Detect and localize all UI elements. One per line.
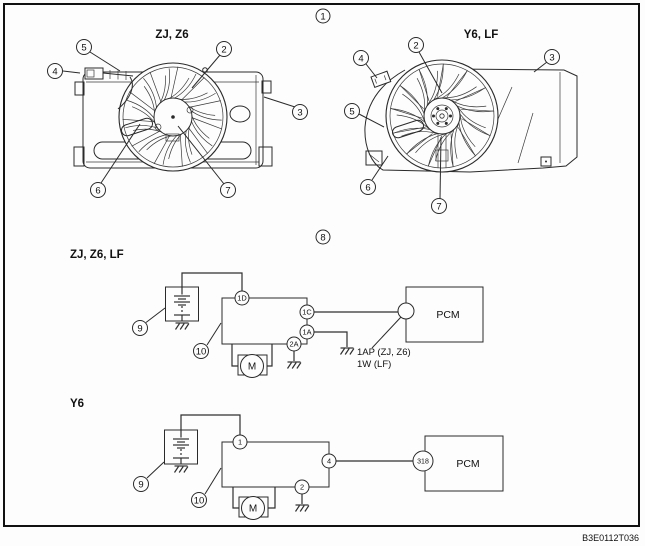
callout-2: 2	[413, 40, 418, 51]
node-2a: 2A	[289, 340, 298, 349]
node-1: 1	[238, 438, 242, 447]
callout-5: 5	[349, 106, 354, 117]
fan-hub	[423, 97, 461, 135]
pcm-box	[405, 286, 484, 343]
callout-10: 10	[194, 495, 205, 506]
fan-left-callouts: 5 4 2 3 6 7	[47, 39, 308, 198]
ground-icon	[339, 347, 355, 356]
pcm-pin-circle	[412, 450, 434, 472]
pcm-pin-note-1: 1AP (ZJ, Z6)	[357, 347, 411, 358]
node-4: 4	[327, 457, 331, 466]
fan-right-rotor	[385, 59, 499, 173]
relay-box	[221, 297, 308, 345]
callout-9: 9	[137, 323, 142, 334]
mount-tab	[258, 146, 273, 167]
callout-9: 9	[138, 479, 143, 490]
fan-right-title: Y6, LF	[464, 29, 499, 41]
pcm-pin-label: 318	[417, 459, 429, 466]
ground-icon	[294, 504, 310, 513]
pcm-label: PCM	[436, 309, 459, 321]
pcm-pin-note-2: 1W (LF)	[357, 359, 391, 370]
fan-left-harness	[84, 67, 134, 110]
node-1d: 1D	[237, 294, 246, 303]
callout-6: 6	[365, 182, 370, 193]
node-2: 2	[300, 483, 304, 492]
fan-left-title: ZJ, Z6	[155, 29, 188, 41]
connector	[370, 70, 392, 88]
harness-wire	[117, 76, 133, 110]
fan-left-rotor	[118, 62, 228, 172]
marker-8-label: 8	[320, 232, 325, 243]
fan-right-callouts: 4 2 3 5 6 7	[344, 37, 560, 214]
motor-label: M	[249, 504, 257, 515]
lower-clip	[540, 156, 552, 167]
callout-3: 3	[549, 52, 554, 63]
pcm-label: PCM	[456, 458, 479, 470]
page-border	[3, 3, 640, 527]
battery-icon	[164, 286, 200, 322]
callout-7: 7	[436, 201, 441, 212]
marker-1: 1	[315, 8, 331, 24]
ground-icon	[286, 361, 302, 370]
node-1a: 1A	[302, 328, 311, 337]
schematic-y6: Y6 9 10 PCM 318 M 1 4 2	[70, 398, 504, 520]
callout-5: 5	[81, 42, 86, 53]
callout-4: 4	[52, 66, 57, 77]
mount-foot	[365, 150, 383, 166]
callout-6: 6	[95, 185, 100, 196]
callout-7: 7	[225, 185, 230, 196]
battery-icon	[163, 429, 199, 465]
pcm-pin-circle	[397, 302, 415, 320]
motor-bracket	[392, 119, 424, 139]
fan-assembly-y6-lf: Y6, LF	[344, 29, 578, 214]
marker-8: 8	[315, 229, 331, 245]
schematic-bottom-title: Y6	[70, 398, 84, 410]
mount-tab	[73, 146, 85, 167]
schematic-top-title: ZJ, Z6, LF	[70, 249, 124, 261]
callout-2: 2	[221, 44, 226, 55]
mount-tab	[74, 81, 85, 96]
ground-icon	[173, 465, 189, 474]
motor-icon	[241, 496, 265, 520]
callout-3: 3	[297, 107, 302, 118]
pcm-box	[424, 435, 504, 492]
fan-assembly-zj-z6: ZJ, Z6	[47, 29, 308, 198]
callout-4: 4	[358, 53, 363, 64]
motor-icon	[240, 354, 264, 378]
motor-label: M	[248, 362, 256, 373]
callout-10: 10	[196, 346, 207, 357]
figure-code: B3E0112T036	[582, 533, 639, 543]
node-1c: 1C	[302, 308, 312, 317]
ground-icon	[174, 322, 190, 331]
motor-bracket	[121, 117, 153, 137]
marker-1-label: 1	[320, 11, 325, 22]
schematic-zj-z6-lf: ZJ, Z6, LF 9 10 PCM 1AP (ZJ, Z6) 1W (LF)…	[70, 249, 484, 378]
mount-tab	[261, 80, 272, 94]
shroud-hole	[229, 105, 251, 123]
